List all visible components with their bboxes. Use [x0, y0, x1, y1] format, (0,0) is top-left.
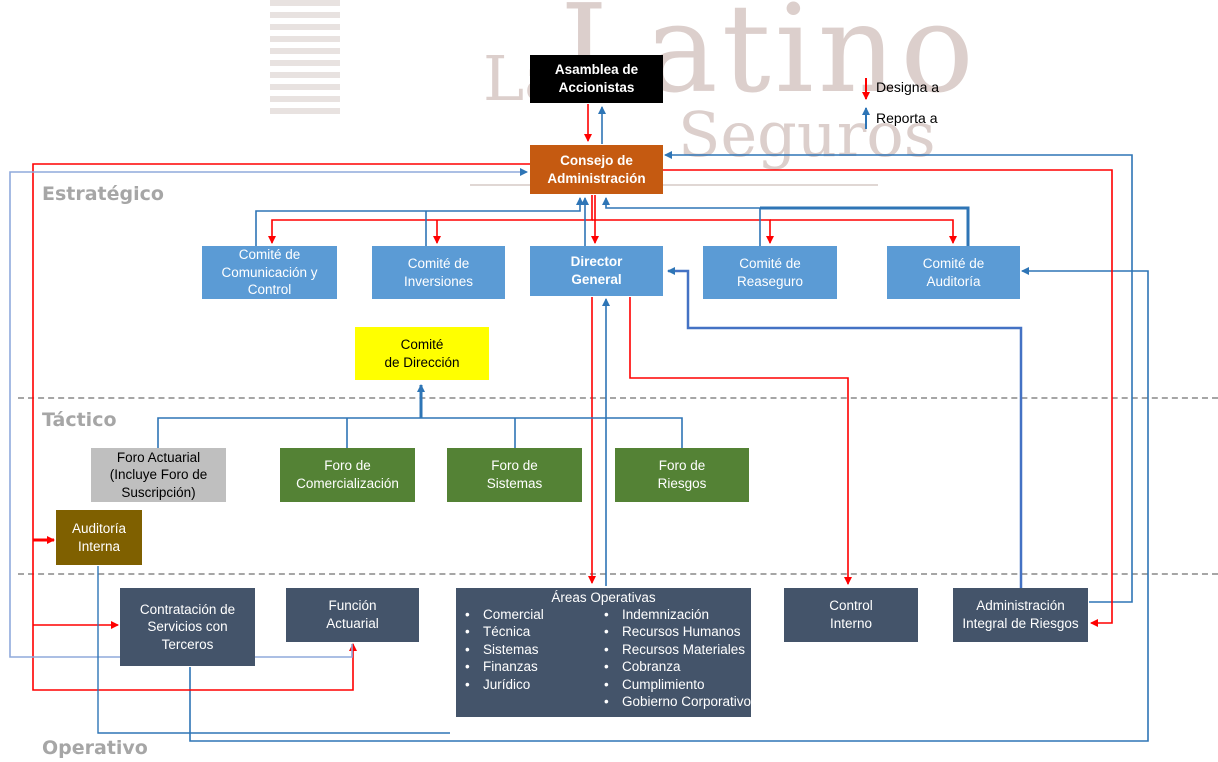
node-contratacion: Contratación de Servicios con Terceros — [120, 588, 255, 666]
node-admin-riesgos: Administración Integral de Riesgos — [953, 588, 1088, 642]
node-foro-actuarial: Foro Actuarial (Incluye Foro de Suscripc… — [91, 448, 226, 502]
node-director-general: Director General — [530, 246, 663, 296]
designa-consejo-operativo — [32, 163, 530, 691]
areas-item: Gobierno Corporativo — [604, 693, 751, 710]
reporta-riesgos-director — [667, 267, 1023, 588]
node-consejo: Consejo de Administración — [530, 145, 663, 194]
areas-item: Recursos Humanos — [604, 623, 751, 640]
reporta-comites-consejo — [255, 197, 970, 246]
node-auditoria-interna: Auditoría Interna — [56, 510, 142, 565]
reporta-foros-direccion — [157, 384, 683, 448]
reporta-riesgos-consejo — [664, 151, 1133, 603]
reporta-auditoria-interna — [97, 566, 450, 734]
legend-designa: Designa a — [876, 79, 940, 95]
designa-director-control — [629, 297, 852, 585]
node-areas-operativas: Áreas Operativas Comercial Técnica Siste… — [456, 588, 751, 717]
areas-item: Indemnización — [604, 606, 751, 623]
node-asamblea: Asamblea de Accionistas — [530, 55, 663, 103]
separator-operativo — [18, 573, 1218, 575]
areas-list-col1: Comercial Técnica Sistemas Finanzas Jurí… — [465, 606, 544, 693]
node-foro-sistemas: Foro de Sistemas — [447, 448, 582, 502]
node-comite-comunicacion: Comité de Comunicación y Control — [202, 246, 337, 299]
areas-item: Recursos Materiales — [604, 641, 751, 658]
node-comite-direccion: Comité de Dirección — [355, 327, 489, 380]
node-comite-reaseguro: Comité de Reaseguro — [703, 246, 837, 299]
areas-item: Sistemas — [465, 641, 544, 658]
level-label-operativo: Operativo — [42, 737, 148, 759]
node-funcion-actuarial: Función Actuarial — [286, 588, 419, 642]
separator-tactico — [18, 397, 1218, 399]
reporta-operativo-consejo — [9, 168, 528, 658]
node-comite-inversiones: Comité de Inversiones — [372, 246, 505, 299]
designa-consejo-comites — [268, 195, 957, 244]
node-foro-riesgos: Foro de Riesgos — [615, 448, 749, 502]
areas-list-col2: Indemnización Recursos Humanos Recursos … — [604, 606, 751, 710]
level-label-tactico: Táctico — [42, 409, 117, 431]
areas-item: Técnica — [465, 623, 544, 640]
level-label-estrategico: Estratégico — [42, 183, 164, 205]
legend-reporta: Reporta a — [876, 110, 938, 126]
node-control-interno: Control Interno — [784, 588, 918, 642]
areas-title: Áreas Operativas — [551, 590, 656, 605]
watermark-building-graphic — [270, 0, 340, 128]
areas-item: Cumplimiento — [604, 676, 751, 693]
node-foro-comercializacion: Foro de Comercialización — [280, 448, 415, 502]
designa-consejo-riesgos — [662, 169, 1113, 627]
reporta-areas-auditoria — [189, 267, 1149, 742]
areas-item: Jurídico — [465, 676, 544, 693]
areas-item: Cobranza — [604, 658, 751, 675]
areas-item: Comercial — [465, 606, 544, 623]
areas-item: Finanzas — [465, 658, 544, 675]
node-comite-auditoria: Comité de Auditoría — [887, 246, 1020, 299]
watermark-rule — [470, 184, 878, 186]
watermark-seguros: Seguros — [678, 98, 936, 171]
